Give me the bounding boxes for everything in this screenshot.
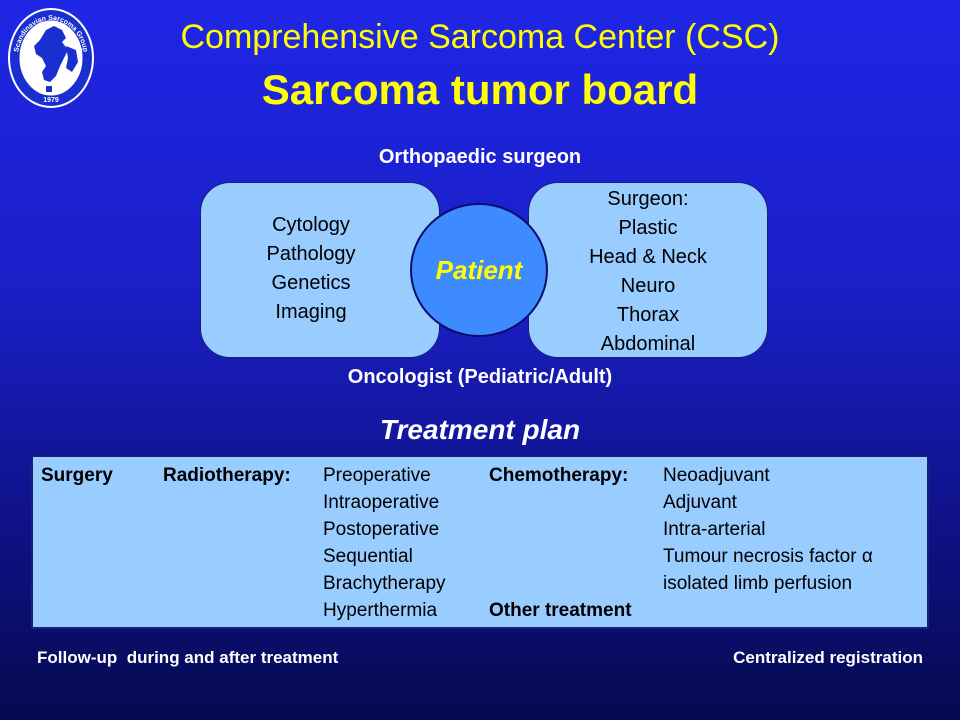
chemotherapy-item: Neoadjuvant	[663, 465, 770, 486]
logo-year: 1979	[43, 97, 59, 104]
chemotherapy-item: Tumour necrosis factor α	[663, 546, 873, 567]
surgeon-item: Head & Neck	[589, 246, 707, 268]
treatment-plan-box: Surgery Radiotherapy: Preoperative Intra…	[31, 455, 929, 629]
surgeon-item: Plastic	[618, 217, 678, 239]
radiotherapy-item: Hyperthermia	[323, 600, 438, 621]
centralized-registration-label: Centralized registration	[733, 648, 923, 667]
radiotherapy-item: Brachytherapy	[323, 573, 446, 594]
radiotherapy-item: Sequential	[323, 546, 413, 567]
oncologist-label: Oncologist (Pediatric/Adult)	[347, 366, 613, 388]
patient-circle: Patient	[410, 203, 548, 337]
surgeon-item: Abdominal	[600, 333, 696, 355]
radiotherapy-item: Preoperative	[323, 465, 431, 486]
title-line1: Comprehensive Sarcoma Center (CSC)	[180, 18, 780, 56]
chemotherapy-item: Adjuvant	[663, 492, 737, 513]
diagnostics-item: Pathology	[266, 243, 356, 265]
radiotherapy-label: Radiotherapy:	[163, 465, 291, 486]
chemotherapy-item: isolated limb perfusion	[663, 573, 853, 594]
diagnostics-item: Cytology	[272, 214, 350, 236]
patient-label: Patient	[435, 254, 523, 285]
orthopaedic-surgeon-label: Orthopaedic surgeon	[378, 146, 582, 168]
diagnostics-item: Imaging	[275, 301, 347, 323]
diagnostics-item: Genetics	[271, 272, 351, 294]
scandinavian-sarcoma-group-logo: Scandinavian Sarcoma Group 1979	[8, 8, 94, 108]
diagnostics-box: Cytology Pathology Genetics Imaging	[200, 182, 440, 358]
chemotherapy-label: Chemotherapy:	[489, 465, 629, 486]
follow-up-label: Follow-up during and after treatment	[37, 648, 339, 667]
other-treatment-label: Other treatment	[489, 600, 632, 621]
treatment-plan-heading: Treatment plan	[379, 414, 581, 445]
surgeon-item: Thorax	[616, 304, 680, 326]
radiotherapy-item: Postoperative	[323, 519, 440, 540]
scandinavia-map-icon	[34, 26, 78, 92]
chemotherapy-item: Intra-arterial	[663, 519, 766, 540]
radiotherapy-item: Intraoperative	[323, 492, 440, 513]
title-line2: Sarcoma tumor board	[261, 66, 699, 113]
surgeon-box: Surgeon: Plastic Head & Neck Neuro Thora…	[528, 182, 768, 358]
surgeon-item: Surgeon:	[607, 188, 689, 210]
surgeon-item: Neuro	[620, 275, 676, 297]
surgery-label: Surgery	[41, 465, 113, 486]
